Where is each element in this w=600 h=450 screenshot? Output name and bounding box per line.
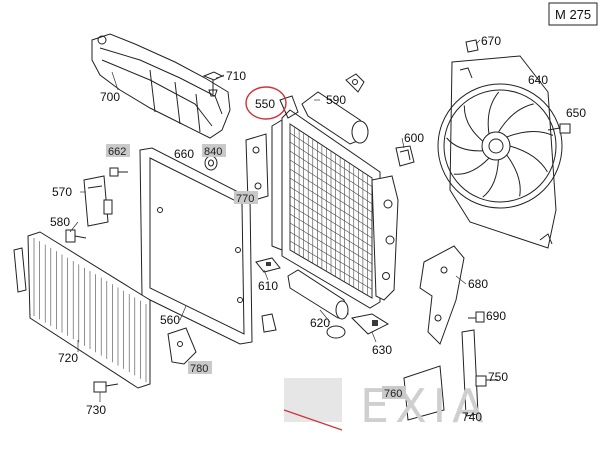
label-590[interactable]: 590: [326, 93, 346, 107]
label-720[interactable]: 720: [58, 351, 78, 365]
clip-670[interactable]: [465, 39, 479, 53]
fan-shroud-640[interactable]: [437, 55, 563, 249]
label-662[interactable]: 662: [108, 146, 126, 158]
label-550[interactable]: 550: [255, 97, 275, 111]
label-580[interactable]: 580: [50, 215, 70, 229]
bolt-580[interactable]: [65, 229, 87, 243]
radiator-core-grid: [289, 124, 373, 298]
label-700[interactable]: 700: [100, 90, 120, 104]
label-640[interactable]: 640: [528, 73, 548, 87]
label-750[interactable]: 750: [488, 370, 508, 384]
bolt-690[interactable]: [468, 311, 485, 323]
label-680[interactable]: 680: [468, 277, 488, 291]
bracket-780[interactable]: [167, 327, 197, 365]
module-570[interactable]: [83, 175, 113, 227]
part-labels: 700 710 550 590 670 640 650 600 662 660 …: [50, 34, 586, 424]
plate-760[interactable]: [403, 365, 445, 421]
condenser-core-grid: [33, 238, 147, 382]
washer-840[interactable]: [204, 155, 218, 171]
fan-blades: [446, 91, 554, 198]
panel-740[interactable]: [461, 329, 479, 417]
label-710[interactable]: 710: [226, 69, 246, 83]
label-560[interactable]: 560: [160, 313, 180, 327]
hose-590[interactable]: [301, 73, 369, 145]
highlight-circle-550: [245, 86, 287, 120]
bracket-680[interactable]: [419, 245, 465, 345]
watermark-text: EXIA: [360, 379, 490, 433]
label-670[interactable]: 670: [481, 34, 501, 48]
part-610[interactable]: [255, 257, 281, 273]
label-770-bg: [234, 191, 258, 204]
label-780-bg: [188, 361, 212, 374]
label-662-bg: [106, 144, 130, 157]
bracket-plate-770[interactable]: [245, 133, 269, 203]
label-600[interactable]: 600: [404, 131, 424, 145]
label-760-bg: [382, 386, 406, 399]
leader-lines: [69, 39, 481, 402]
label-610[interactable]: 610: [258, 279, 278, 293]
watermark-logo-stripe: [283, 409, 343, 431]
label-740[interactable]: 740: [462, 410, 482, 424]
label-570[interactable]: 570: [52, 185, 72, 199]
label-840-bg: [202, 144, 226, 157]
bolt-662[interactable]: [109, 167, 128, 177]
label-760[interactable]: 760: [384, 388, 402, 400]
air-duct-700[interactable]: [91, 33, 231, 139]
watermark: EXIA: [283, 378, 490, 433]
label-630[interactable]: 630: [372, 343, 392, 357]
clip-710[interactable]: [202, 71, 225, 97]
watermark-logo-badge: [284, 378, 342, 422]
bolt-750[interactable]: [475, 375, 498, 387]
bracket-600[interactable]: [395, 145, 415, 167]
label-770[interactable]: 770: [236, 193, 254, 205]
label-690[interactable]: 690: [486, 309, 506, 323]
model-code-box: M 275: [548, 2, 598, 26]
label-650[interactable]: 650: [566, 106, 586, 120]
model-code: M 275: [555, 7, 591, 22]
bolt-730[interactable]: [93, 381, 119, 393]
label-660[interactable]: 660: [174, 147, 194, 161]
label-620[interactable]: 620: [310, 316, 330, 330]
condenser-720[interactable]: [13, 231, 151, 389]
label-730[interactable]: 730: [86, 403, 106, 417]
hose-620[interactable]: [287, 269, 349, 339]
label-840[interactable]: 840: [204, 146, 222, 158]
bracket-630[interactable]: [350, 313, 390, 335]
bolt-650[interactable]: [547, 123, 571, 134]
label-780[interactable]: 780: [190, 363, 208, 375]
radiator-550[interactable]: [271, 95, 399, 309]
